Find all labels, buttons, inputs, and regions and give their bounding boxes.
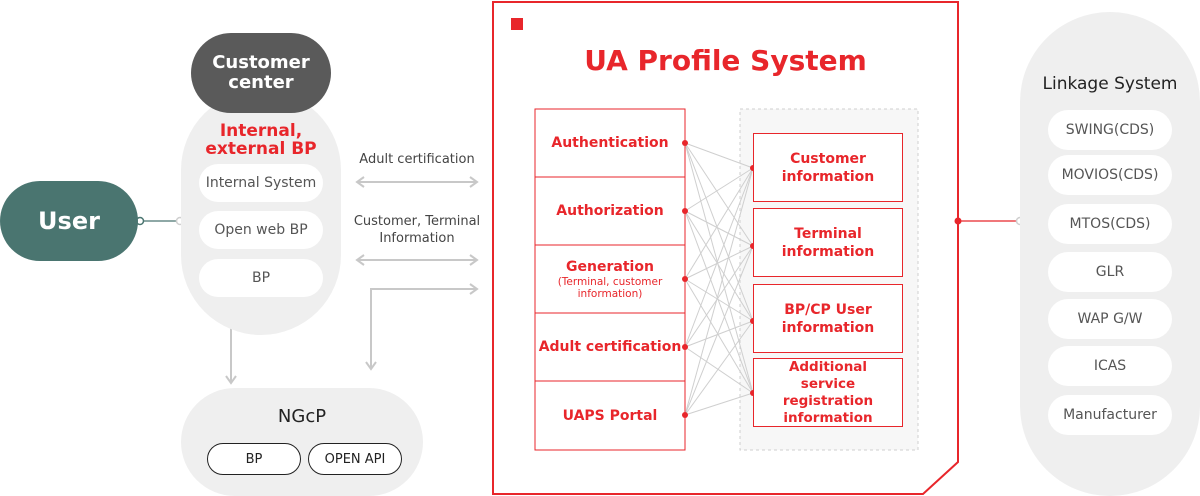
linkage-item-wap-gw[interactable]: WAP G/W [1048,299,1172,339]
ua-left-box-adult-certification[interactable]: Adult certification [535,313,685,381]
customer-center-subtitle: Internal, external BP [205,121,317,159]
ua-right-box-bpcp-user-info[interactable]: BP/CP User information [753,284,903,353]
linkage-item-mtos[interactable]: MTOS(CDS) [1048,204,1172,244]
customer-center-title: Customer center [191,33,331,113]
ngcp-title: NGcP [277,406,327,427]
customer-center-title-text: Customer center [212,52,310,93]
ngcp-panel [181,388,423,496]
ua-right-box-terminal-info[interactable]: Terminal information [753,208,903,277]
adult-cert-arrow [355,176,479,188]
ua-left-box-authorization[interactable]: Authorization [535,177,685,245]
ua-connector-dot [954,217,962,225]
adult-certification-label: Adult certification [538,339,682,355]
uaps-portal-label: UAPS Portal [562,407,658,424]
ngcp-open-api-button[interactable]: OPEN API [308,443,402,475]
authorization-label: Authorization [556,203,664,219]
user-node[interactable]: User [0,181,138,261]
linkage-item-swing[interactable]: SWING(CDS) [1048,110,1172,150]
ua-left-box-generation[interactable]: Generation (Terminal, customer informati… [535,245,685,313]
ua-left-box-uaps-portal[interactable]: UAPS Portal [535,381,685,450]
linkage-item-icas[interactable]: ICAS [1048,346,1172,386]
ua-right-box-customer-info[interactable]: Customer information [753,133,903,202]
ua-profile-title: UA Profile System [584,44,867,77]
authentication-label: Authentication [551,135,669,151]
ngcp-bp-button[interactable]: BP [207,443,301,475]
mesh-lines [684,142,754,416]
internal-system-item[interactable]: Internal System [199,164,323,202]
adult-certification-flow-label: Adult certification [359,152,475,167]
linkage-item-manufacturer[interactable]: Manufacturer [1048,395,1172,435]
customer-terminal-arrow [355,254,479,266]
user-label: User [38,207,100,235]
ua-profile-marker [511,18,523,30]
customer-terminal-flow-label: Customer, Terminal Information [353,214,481,246]
ua-left-box-authentication[interactable]: Authentication [535,109,685,177]
generation-sublabel: (Terminal, customer information) [557,275,663,300]
linkage-item-movios[interactable]: MOVIOS(CDS) [1048,155,1172,195]
ngcp-elbow-arrow [365,283,479,371]
open-web-bp-item[interactable]: Open web BP [199,211,323,249]
bp-item[interactable]: BP [199,259,323,297]
generation-label: Generation [566,258,654,275]
linkage-item-glr[interactable]: GLR [1048,252,1172,292]
ua-right-box-additional-service-info[interactable]: Additional service registration informat… [753,358,903,427]
ua-left-stack [534,108,686,451]
linkage-title: Linkage System [1042,74,1178,94]
